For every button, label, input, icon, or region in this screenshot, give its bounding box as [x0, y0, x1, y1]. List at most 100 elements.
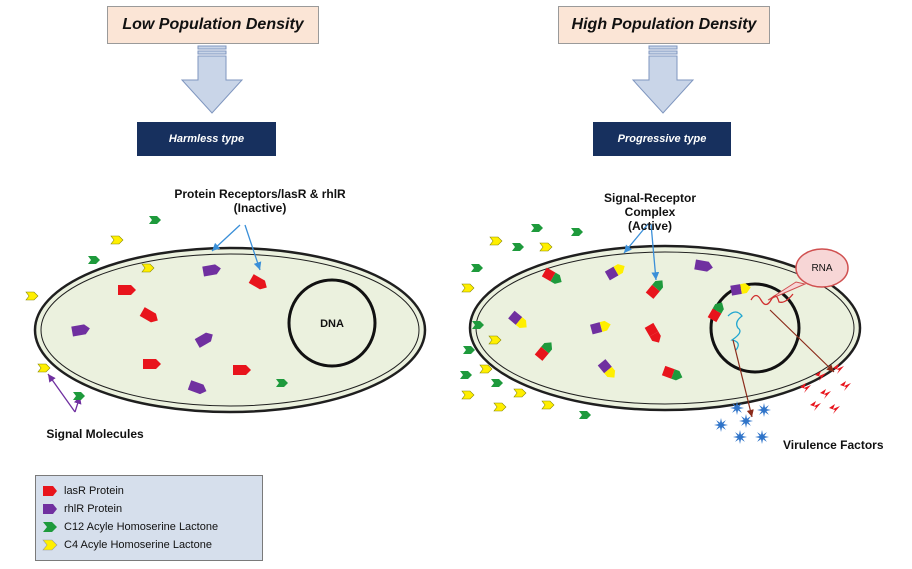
lasr-protein [233, 365, 251, 375]
c4-signal [493, 402, 507, 412]
rhlr-protein [694, 259, 713, 272]
virulence-factor-star [755, 430, 769, 444]
c12-signal [571, 228, 583, 236]
legend-label-lasr: lasR Protein [64, 485, 124, 497]
signal-receptor-complex [508, 310, 527, 329]
rhlr-protein [71, 324, 90, 337]
c4-signal [37, 363, 51, 373]
legend-label-c12: C12 Acyle Homoserine Lactone [64, 521, 219, 533]
high-down-arrow [631, 45, 695, 114]
c12-swatch-icon [43, 522, 57, 532]
signal-receptor-complex [645, 280, 664, 299]
molecule-marks [25, 216, 851, 444]
virulence-factors-label: Virulence Factors [783, 438, 884, 452]
legend-item-c12: C12 Acyle Homoserine Lactone [42, 518, 262, 536]
signal-receptor-complex [534, 342, 553, 361]
complex-receptor-part [597, 359, 612, 374]
c12-signal [531, 224, 543, 232]
c12-signal [88, 256, 100, 264]
signal-receptor-complex [707, 302, 724, 323]
complex-label: Signal-Receptor Complex (Active) [580, 191, 720, 233]
lasr-protein [248, 274, 267, 290]
signal-receptor-complex [644, 322, 661, 343]
rhlr-protein [194, 332, 213, 348]
complex-receptor-part [661, 365, 675, 379]
complex-receptor-part [644, 322, 659, 337]
complex-pointer-1 [623, 223, 649, 254]
virulence-factor-star [714, 418, 728, 432]
virulence-factor-bolt [800, 383, 811, 393]
lasr-protein [118, 285, 136, 295]
receptor-label-line1: Protein Receptors/lasR & rhlR [174, 187, 346, 201]
high-density-title: High Population Density [558, 6, 770, 44]
virulence-factor-star [757, 403, 771, 417]
signal-receptor-complex [541, 267, 562, 284]
c4-signal [488, 335, 502, 345]
c12-signal [463, 346, 475, 354]
dna-label: DNA [320, 318, 344, 330]
lasr-protein [143, 359, 161, 369]
progressive-type-banner: Progressive type [593, 122, 731, 156]
harmless-type-banner: Harmless type [137, 122, 276, 156]
complex-signal-part [671, 369, 683, 381]
complex-receptor-part [604, 266, 619, 281]
signal-pointer-1 [47, 373, 76, 413]
c4-signal [25, 291, 39, 301]
c4-signal [461, 283, 475, 293]
receptor-label: Protein Receptors/lasR & rhlR (Inactive) [160, 187, 360, 215]
legend-label-rhlr: rhlR Protein [64, 503, 123, 515]
complex-signal-part [712, 302, 724, 314]
complex-signal-part [541, 342, 553, 354]
virulence-arrow-1 [732, 339, 754, 418]
c12-signal [579, 411, 591, 419]
c12-signal [472, 321, 484, 329]
c12-signal [471, 264, 483, 272]
virulence-factor-bolt [829, 404, 840, 414]
c12-signal [149, 216, 161, 224]
complex-pointer-2 [650, 223, 660, 281]
virulence-factor-bolt [810, 401, 821, 411]
complex-signal-part [740, 283, 751, 294]
c4-signal [461, 390, 475, 400]
rna-strand [750, 293, 794, 306]
signal-receptor-complex [604, 264, 625, 281]
c4-signal [479, 364, 493, 374]
right-nucleoid-circle [709, 282, 801, 374]
c4-signal [539, 242, 553, 252]
complex-receptor-part [534, 346, 549, 361]
c4-signal [489, 236, 503, 246]
dna-strand [727, 311, 743, 351]
signal-receptor-complex [661, 365, 683, 381]
rna-callout [795, 248, 849, 288]
signal-receptor-complex [597, 359, 616, 378]
c12-signal [512, 243, 524, 251]
complex-receptor-part [707, 308, 722, 323]
low-density-title: Low Population Density [107, 6, 319, 44]
legend-item-lasr: lasR Protein [42, 482, 262, 500]
c12-signal [73, 392, 85, 400]
c4-signal [110, 235, 124, 245]
low-down-arrow [180, 45, 244, 114]
receptor-pointer-2 [244, 224, 262, 271]
complex-label-line1: Signal-Receptor Complex [603, 191, 696, 219]
virulence-factor-star [733, 430, 747, 444]
signal-receptor-complex [590, 320, 611, 335]
legend-box: lasR Protein rhlR Protein C12 Acyle Homo… [35, 475, 263, 561]
rna-callout-tail [767, 281, 807, 301]
complex-label-line2: (Active) [627, 219, 672, 233]
c12-signal [276, 379, 288, 387]
complex-signal-part [515, 317, 527, 329]
complex-receptor-part [590, 322, 603, 335]
complex-receptor-part [645, 284, 660, 299]
rna-label: RNA [811, 263, 833, 274]
virulence-factor-bolt [840, 381, 851, 391]
complex-signal-part [550, 272, 562, 284]
complex-signal-part [604, 366, 616, 378]
c4-signal [541, 400, 555, 410]
signal-molecules-label: Signal Molecules [46, 427, 144, 441]
legend-item-c4: C4 Acyle Homoserine Lactone [42, 536, 262, 554]
legend-item-rhlr: rhlR Protein [42, 500, 262, 518]
complex-receptor-part [730, 284, 742, 296]
virulence-factor-bolt [815, 371, 826, 381]
